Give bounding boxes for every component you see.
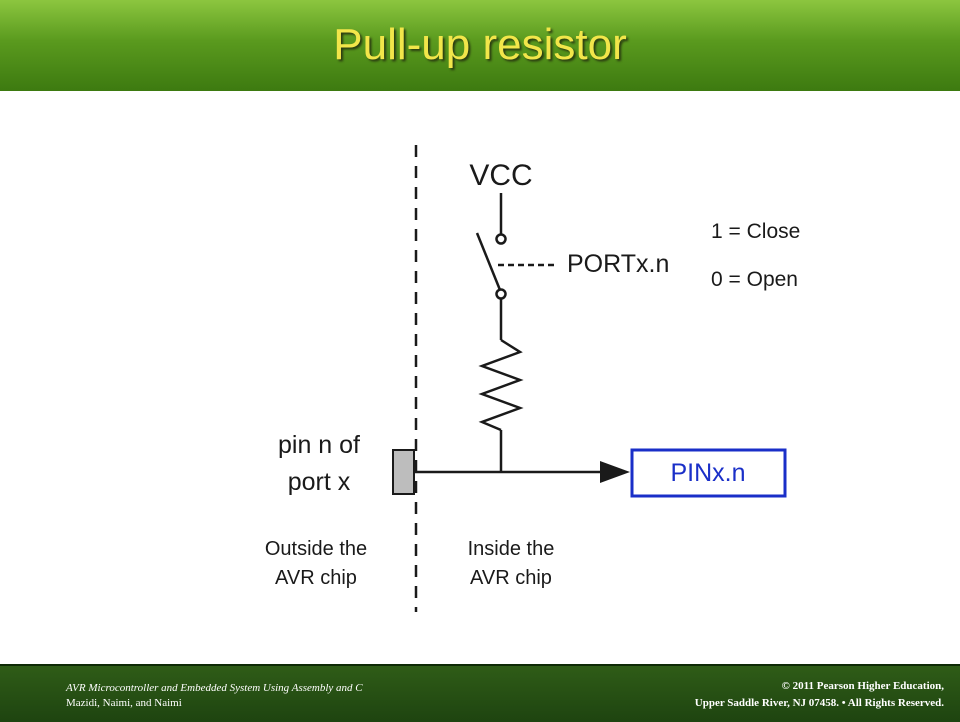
copyright-line2: Upper Saddle River, NJ 07458. • All Righ… bbox=[694, 697, 944, 709]
book-title: AVR Microcontroller and Embedded System … bbox=[66, 682, 363, 694]
title-bar: Pull-up resistor bbox=[0, 0, 960, 91]
portx-n-label: PORTx.n bbox=[567, 250, 669, 278]
book-authors: Mazidi, Naimi, and Naimi bbox=[66, 697, 182, 709]
switch-bottom-contact bbox=[495, 288, 507, 300]
copyright-notice: © 2011 Pearson Higher Education, Upper S… bbox=[614, 678, 944, 712]
pin-label-line1: pin n of bbox=[278, 431, 360, 459]
pinx-n-label: PINx.n bbox=[670, 459, 745, 487]
pin-block bbox=[392, 449, 415, 495]
legend-open: 0 = Open bbox=[711, 268, 798, 291]
slide-title: Pull-up resistor bbox=[333, 20, 627, 69]
pull-up-resistor-diagram: VCC PORTx.n 1 = Close 0 = Open PINx.n pi… bbox=[265, 145, 800, 612]
resistor bbox=[478, 338, 524, 432]
copyright-line1: © 2011 Pearson Higher Education, bbox=[781, 680, 944, 692]
arrow-head bbox=[600, 461, 630, 483]
outside-label-line2: AVR chip bbox=[275, 567, 357, 589]
switch-top-contact bbox=[495, 233, 507, 245]
legend-close: 1 = Close bbox=[711, 220, 800, 243]
pinx-n-register-box bbox=[630, 448, 787, 498]
inside-label-line2: AVR chip bbox=[470, 567, 552, 589]
footer-bar: AVR Microcontroller and Embedded System … bbox=[0, 664, 960, 722]
book-citation: AVR Microcontroller and Embedded System … bbox=[66, 681, 466, 711]
pin-label-line2: port x bbox=[288, 468, 351, 496]
vcc-label: VCC bbox=[469, 159, 532, 192]
switch-blade bbox=[475, 232, 502, 291]
outside-label-line1: Outside the bbox=[265, 538, 367, 560]
inside-label-line1: Inside the bbox=[468, 538, 555, 560]
